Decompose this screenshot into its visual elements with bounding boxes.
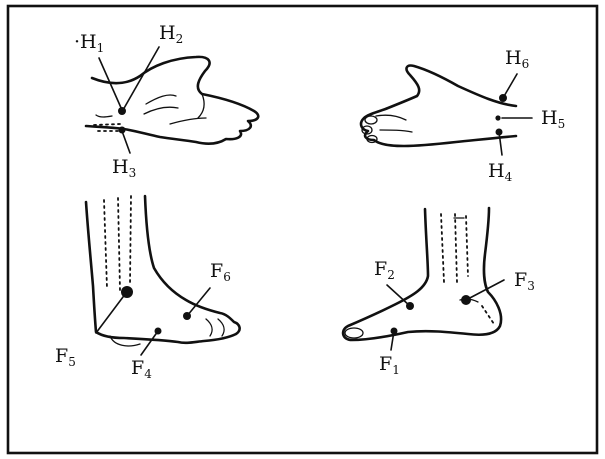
label-H6: H6	[505, 47, 529, 71]
left-hand-palm-view	[86, 47, 258, 153]
label-F5: F5	[55, 345, 76, 369]
right-foot-lateral-view	[343, 208, 504, 350]
label-F1: F1	[379, 353, 400, 377]
label-F2: F2	[374, 258, 395, 282]
right-hand-dorsal-view	[361, 66, 532, 155]
label-H2: H2	[159, 22, 183, 46]
label-H4: H4	[488, 160, 513, 184]
label-H5: H5	[541, 107, 565, 131]
label-H1: ·H1	[74, 31, 104, 55]
acupoint-H5	[495, 115, 500, 120]
diagram-border	[8, 6, 597, 453]
label-H3: H3	[112, 156, 136, 180]
label-F4: F4	[131, 357, 152, 381]
label-F3: F3	[514, 269, 535, 293]
label-F6: F6	[210, 260, 231, 284]
